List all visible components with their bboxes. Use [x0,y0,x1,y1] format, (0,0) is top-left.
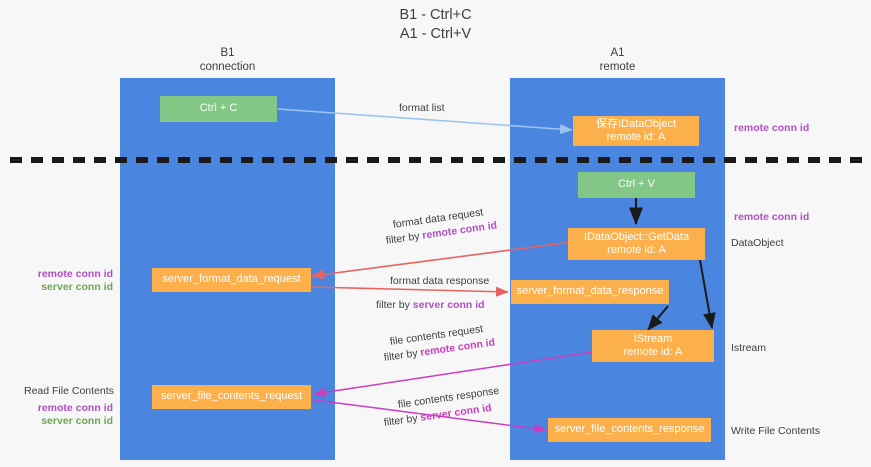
edge-label-format-data-request-prefix: filter by [385,229,424,247]
node-server-format-data-request-label: server_format_data_request [162,273,301,286]
lane-header-a1-role: remote [599,60,636,73]
node-save-idataobject-line2: remote id: A [606,131,666,143]
node-ctrl-v-label: Ctrl + V [618,178,655,191]
edge-label-file-contents-request-prefix: filter by [383,346,422,364]
edge-label-format-data-response-highlight: server conn id [412,299,485,311]
annotation-remote-conn-id-top-text: remote conn id [734,122,810,134]
edge-label-format-list: format list [399,101,445,115]
node-ctrl-c-label: Ctrl + C [199,102,238,115]
annotation-left-conn-ids-bottom: remote conn id server conn id [0,402,113,428]
annotation-remote-conn-id-mid-text: remote conn id [734,211,810,223]
node-server-file-contents-response[interactable]: server_file_contents_response [548,418,711,442]
node-server-file-contents-request[interactable]: server_file_contents_request [152,385,311,409]
title-line-2: A1 - Ctrl+V [399,26,472,42]
node-server-format-data-response[interactable]: server_format_data_response [511,280,669,304]
node-idataobject-getdata-line2: remote id: A [607,244,666,256]
annotation-left-server-conn-id: server conn id [41,281,113,293]
lane-header-a1-name: A1 [610,47,625,59]
node-server-file-contents-request-label: server_file_contents_request [160,390,303,403]
node-ctrl-c[interactable]: Ctrl + C [160,96,277,122]
annotation-remote-conn-id-top: remote conn id [734,122,809,135]
annotation-istream: Istream [731,342,767,354]
annotation-left-remote-conn-id: remote conn id [37,268,113,280]
annotation-dataobject: DataObject [731,237,784,249]
lane-header-b1-role: connection [199,60,256,73]
annotation-left-remote-conn-id-2: remote conn id [37,402,113,414]
edge-label-format-data-response-prefix: filter by [376,299,413,311]
node-server-format-data-response-label: server_format_data_response [516,285,664,298]
annotation-read-file-contents: Read File Contents [24,385,114,397]
node-idataobject-getdata[interactable]: IDataObject::GetData remote id: A [568,228,705,260]
node-save-idataobject[interactable]: 保存IDataObject remote id: A [573,116,699,146]
node-idataobject-getdata-line1: IDataObject::GetData [583,230,690,243]
edge-label-format-data-response-line1: format data response [390,275,490,287]
node-istream-line1: IStream [633,332,673,345]
edge-label-format-data-response-line2: filter by server conn id [376,298,485,312]
annotation-left-conn-ids-top: remote conn id server conn id [0,268,113,294]
title-line-1: B1 - Ctrl+C [399,7,472,23]
node-istream-line2: remote id: A [623,346,683,358]
edge-label-file-contents-response-prefix: filter by [383,411,422,429]
annotation-remote-conn-id-mid: remote conn id [734,211,809,224]
annotation-left-server-conn-id-2: server conn id [41,415,113,427]
node-server-format-data-request[interactable]: server_format_data_request [152,268,311,292]
lane-header-a1: A1 remote [510,47,725,74]
lane-header-b1: B1 connection [120,47,335,74]
edge-label-format-list-text: format list [399,102,445,114]
node-istream[interactable]: IStream remote id: A [592,330,714,362]
annotation-write-file-contents: Write File Contents [731,425,821,437]
node-ctrl-v[interactable]: Ctrl + V [578,172,695,198]
node-save-idataobject-line1: 保存IDataObject [595,117,677,130]
node-server-file-contents-response-label: server_file_contents_response [554,423,705,436]
lane-header-b1-name: B1 [220,47,235,59]
page-title: B1 - Ctrl+C A1 - Ctrl+V [0,6,871,44]
